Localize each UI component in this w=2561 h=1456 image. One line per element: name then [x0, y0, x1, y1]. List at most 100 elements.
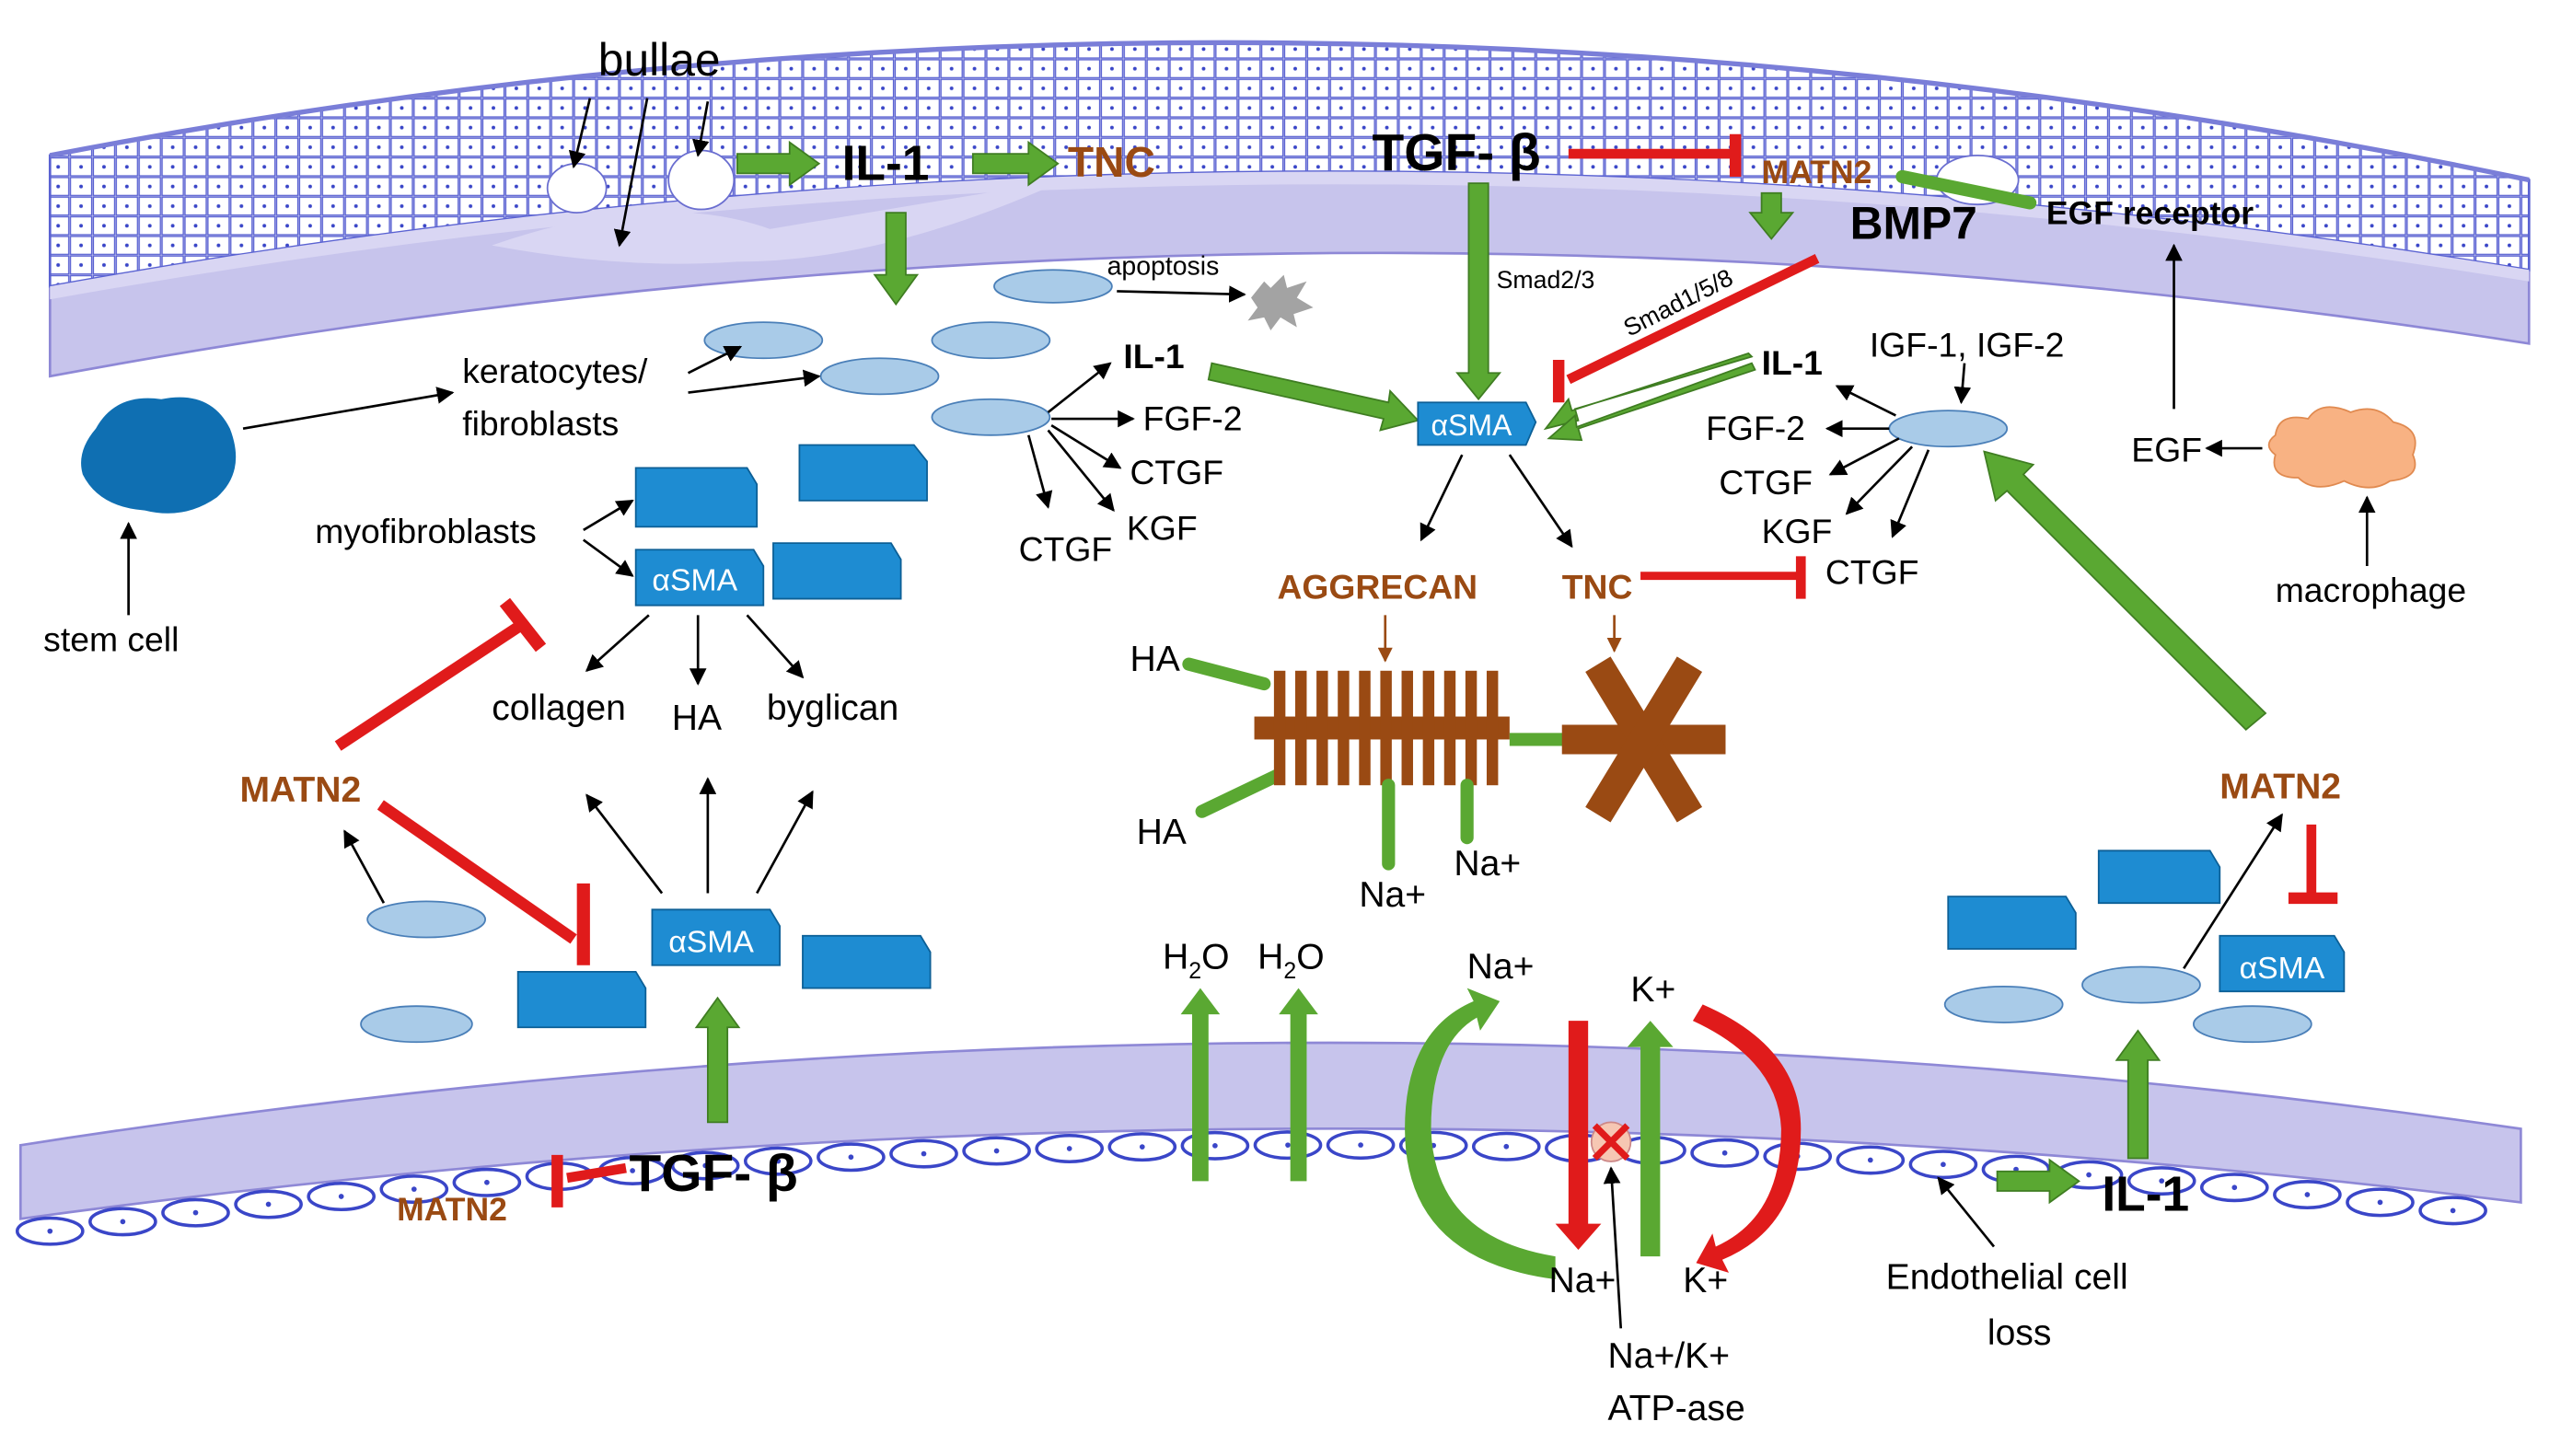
byglican-label: byglican [767, 688, 898, 728]
ker-to-il1-arrow [1047, 362, 1112, 413]
endothelial-nucleus [2086, 1172, 2092, 1178]
tnc-arm-diag-2 [1585, 656, 1703, 823]
pump-k-bottom-label: K+ [1683, 1261, 1728, 1300]
ctgf-mid1-label: CTGF [1130, 453, 1223, 491]
aggrecan-label: AGGRECAN [1277, 568, 1478, 607]
myofibroblast-right-1 [1947, 896, 2077, 950]
atpase-block-x-2 [1592, 1123, 1630, 1161]
smad23-label: Smad2/3 [1497, 266, 1595, 294]
aggrecan-side-chains [1273, 670, 1499, 786]
atpase-label-line2: ATP-ase [1608, 1389, 1745, 1428]
endothelial-nucleus [993, 1148, 1000, 1154]
endothelial-nucleus [1139, 1144, 1145, 1150]
tgfb-inhibits-matn2-bottom [566, 1162, 627, 1184]
kerR-to-il1-arrow [1835, 385, 1896, 417]
na-pump-curved-arrow [1405, 988, 1556, 1280]
ha-strand-top [1182, 657, 1271, 691]
bowman-layer [50, 171, 2530, 300]
keratocytes-arrow-1 [687, 345, 743, 375]
apoptosis-arrow [1117, 285, 1246, 303]
matn2-bottom-label: MATN2 [397, 1191, 507, 1228]
keratocyte-2 [819, 357, 940, 396]
bmp7-inhibits-asma [1566, 254, 1820, 385]
stem-cell-to-keratocytes-arrow [242, 387, 455, 431]
keratocyte-right-lower-1 [1943, 985, 2064, 1023]
kgf-right-label: KGF [1762, 512, 1833, 550]
endothelial-nucleus [2377, 1199, 2383, 1206]
endothelial-nucleus [338, 1194, 344, 1199]
bulla-1 [546, 162, 608, 214]
h2o-1-label: H2O [1163, 937, 1230, 984]
keratocyte-1 [703, 321, 824, 360]
endothelial-nucleus [702, 1162, 709, 1169]
endothelial-nucleus [1212, 1142, 1218, 1149]
center-myofibroblast [1417, 401, 1537, 446]
h2o-1-o: O [1201, 937, 1229, 976]
endothelial-loss-arrow [1937, 1176, 1996, 1248]
matn2-inhibits-myofib [334, 619, 525, 751]
endothelial-nucleus [1285, 1142, 1291, 1149]
matn2-top-label: MATN2 [1762, 154, 1872, 191]
asma-to-collagen-arrow [585, 614, 650, 673]
asma-lower-arrow-1 [585, 793, 664, 895]
il1-right-label: IL-1 [1762, 343, 1823, 382]
bulla-blister [492, 179, 1065, 264]
asma-left-bottom-label: αSMA [668, 925, 754, 960]
aggrecan-side-chain [1443, 670, 1456, 786]
egf-receptor-label: EGF receptor [2046, 195, 2254, 232]
tnc-molecule [1561, 656, 1726, 823]
matn2-inhibits-myofib-lower [377, 800, 577, 944]
ker-to-ctgf1-arrow [1050, 424, 1122, 469]
endothelial-nucleus [192, 1209, 199, 1216]
tgfb-top-label: TGF- β [1373, 124, 1541, 182]
na-left-label: Na+ [1359, 875, 1426, 915]
aggrecan-side-chain [1422, 670, 1435, 786]
matn2-right-label: MATN2 [2219, 767, 2341, 806]
keratocyte-lower-2 [360, 1005, 473, 1044]
green-arrow-bullae-il1 [736, 140, 821, 187]
kgf-mid-label: KGF [1127, 509, 1198, 548]
asma-lower-arrow-3 [756, 790, 814, 895]
endothelial-nucleus [2159, 1178, 2165, 1184]
bullae-label: bullae [598, 34, 721, 86]
tnc-top-label: TNC [1068, 138, 1155, 186]
bullae-arrow-3 [692, 100, 710, 157]
descemet-membrane [18, 1041, 2522, 1220]
aggrecan-side-chain [1486, 670, 1499, 786]
endothelial-nucleus [2304, 1192, 2311, 1197]
myofibroblast-right-2 [2097, 849, 2221, 905]
h2o-arrow-2 [1279, 988, 1318, 1182]
ker-to-ctgf2-arrow [1026, 434, 1053, 509]
il1-bottom-label: IL-1 [2102, 1167, 2189, 1221]
stem-cell [81, 397, 237, 514]
green-arrow-matn2-bmp7 [1748, 191, 1795, 240]
endothelial-label-line2: loss [1987, 1313, 2052, 1353]
atpase-label-line1: Na+/K+ [1608, 1336, 1731, 1376]
myofib-arrow-2 [582, 538, 634, 577]
endothelial-nucleus [120, 1219, 126, 1225]
asma-left-top-label: αSMA [652, 563, 737, 598]
keratocyte-right [1888, 410, 2009, 448]
endothelial-nucleus [2450, 1208, 2456, 1214]
fgf2-mid-label: FGF-2 [1143, 399, 1243, 437]
endothelial-nucleus [411, 1186, 417, 1192]
na-right-label: Na+ [1454, 844, 1521, 884]
keratocytes-label-line2: fibroblasts [462, 404, 619, 443]
kerR-to-ctgf1-arrow [1828, 437, 1900, 476]
kerR-to-ctgf2-arrow [1890, 449, 1930, 538]
fgf2-right-label: FGF-2 [1706, 409, 1805, 447]
myofibroblast-6 [651, 908, 781, 966]
keratocyte-to-matn2-arrow [343, 829, 386, 904]
aggrecan-side-chain [1294, 670, 1307, 786]
aggrecan-side-chain [1316, 670, 1328, 786]
green-arrow-il1-down [873, 212, 920, 306]
aggrecan-side-chain [1465, 670, 1478, 786]
endothelial-nucleus [1721, 1150, 1728, 1156]
keratocyte-right-to-matn2-arrow [2183, 813, 2283, 970]
aggrecan-side-chain [1359, 670, 1371, 786]
il1-mid-label: IL-1 [1123, 337, 1184, 376]
endothelial-nucleus [47, 1228, 53, 1234]
macrophage-cell [2267, 406, 2416, 489]
corneal-epithelium [48, 40, 2531, 378]
atpase-label-arrow [1603, 1166, 1623, 1329]
